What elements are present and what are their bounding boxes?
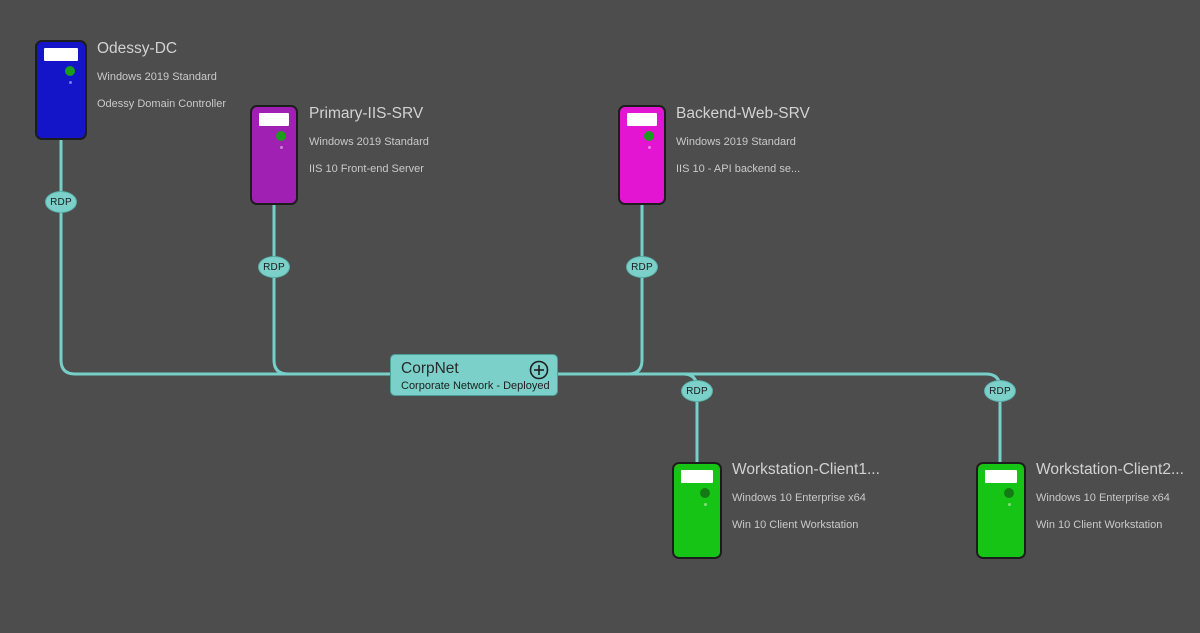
activity-led [648,146,651,149]
network-node-subtitle: Corporate Network - Deployed [401,380,550,392]
device-os: Windows 2019 Standard [309,136,429,148]
edge-corpnet-to-workstation-client1[interactable] [556,372,699,464]
device-label-group: Workstation-Client2... Windows 10 Enterpr… [1036,461,1184,532]
power-status-led [700,488,710,498]
device-name: Odessy-DC [97,40,178,57]
device-name: Backend-Web-SRV [676,105,810,122]
device-os: Windows 2019 Standard [676,136,796,148]
activity-led [1008,503,1011,506]
power-status-led [644,131,654,141]
device-screen-bar [681,470,713,483]
device-name: Workstation-Client2... [1036,461,1184,478]
network-node-title: CorpNet [401,360,459,377]
device-role: Win 10 Client Workstation [732,519,859,531]
power-status-led [276,131,286,141]
edge-corpnet-to-workstation-client2[interactable] [556,372,1002,464]
device-name: Primary-IIS-SRV [309,105,424,122]
device-chassis[interactable] [35,40,87,140]
device-role: Odessy Domain Controller [97,98,226,110]
device-role: IIS 10 Front-end Server [309,163,424,175]
device-chassis[interactable] [250,105,298,205]
device-os: Windows 10 Enterprise x64 [1036,492,1170,504]
protocol-badge-edge-primary-iis-srv[interactable]: RDP [258,256,290,278]
power-status-led [65,66,75,76]
protocol-badge-edge-backend-web-srv[interactable]: RDP [626,256,658,278]
protocol-badge-edge-odessy-dc[interactable]: RDP [45,191,77,213]
device-role: IIS 10 - API backend se... [676,163,801,175]
power-status-led [1004,488,1014,498]
device-screen-bar [44,48,78,61]
device-os: Windows 10 Enterprise x64 [732,492,866,504]
device-screen-bar [985,470,1017,483]
protocol-badge-edge-workstation-client2[interactable]: RDP [984,380,1016,402]
device-screen-bar [259,113,289,126]
device-label-group: Workstation-Client1... Windows 10 Enterpr… [732,461,880,532]
device-chassis[interactable] [976,462,1026,559]
activity-led [704,503,707,506]
protocol-badge-edge-workstation-client1[interactable]: RDP [681,380,713,402]
plus-circle-icon[interactable] [529,360,549,380]
edge-odessy-dc-to-corpnet[interactable] [59,138,392,376]
device-name: Workstation-Client1... [732,461,880,478]
device-chassis[interactable] [672,462,722,559]
device-chassis[interactable] [618,105,666,205]
device-role: Win 10 Client Workstation [1036,519,1163,531]
network-node-corpnet[interactable]: CorpNet Corporate Network - Deployed [390,354,558,396]
activity-led [69,81,72,84]
edge-backend-web-srv-to-corpnet[interactable] [556,203,644,376]
edge-primary-iis-srv-to-corpnet[interactable] [272,203,392,376]
activity-led [280,146,283,149]
device-os: Windows 2019 Standard [97,71,217,83]
device-screen-bar [627,113,657,126]
